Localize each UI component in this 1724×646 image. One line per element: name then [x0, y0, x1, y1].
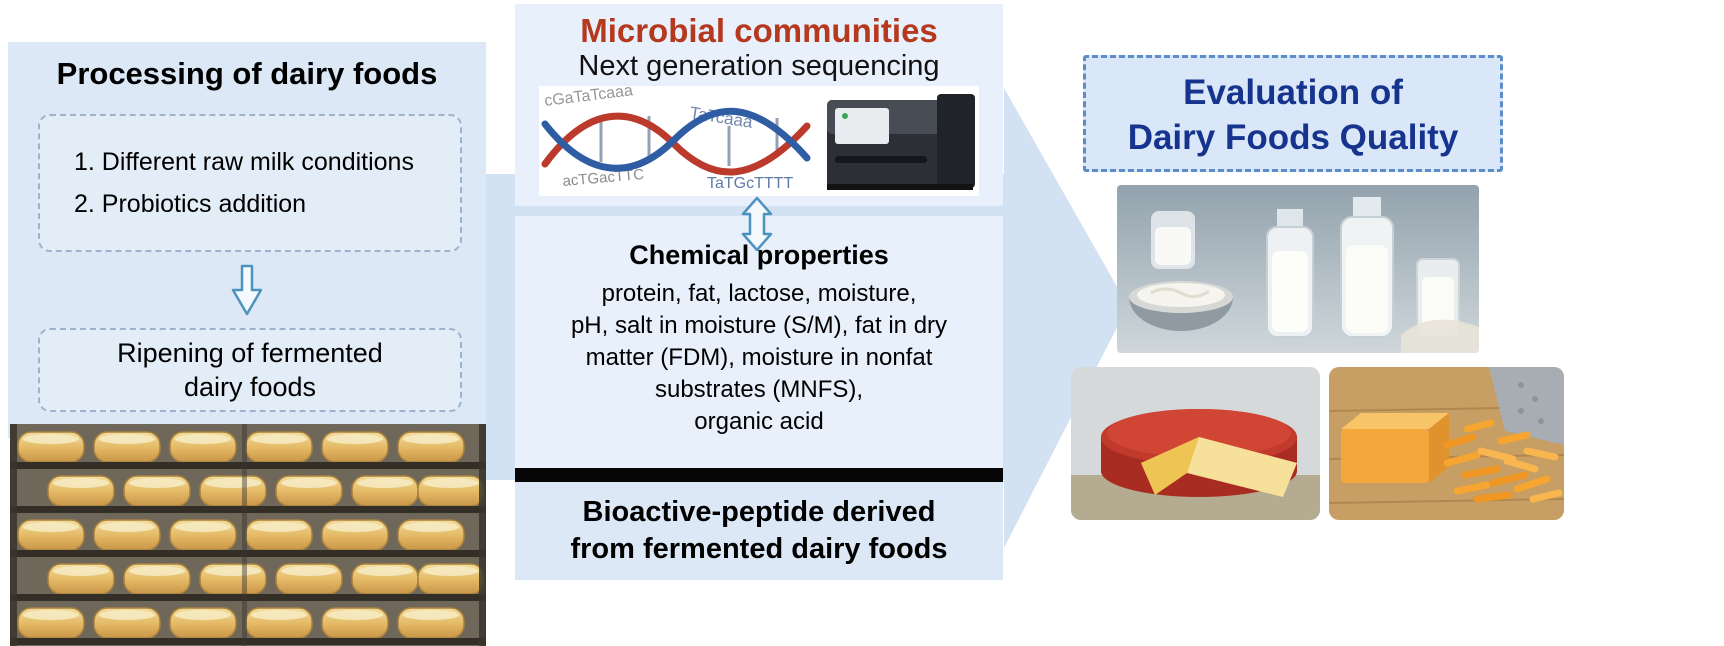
cheese-ripening-photo	[10, 424, 486, 646]
evaluation-title-line-1: Evaluation of	[1183, 73, 1403, 112]
left-panel	[8, 42, 486, 438]
dna-strand-blue	[541, 107, 811, 172]
evaluation-title-line-2: Dairy Foods Quality	[1127, 118, 1459, 157]
ripening-line-1: Ripening of fermented	[117, 338, 383, 368]
chemical-line: protein, fat, lactose, moisture,	[601, 280, 917, 307]
bioactive-line-1: Bioactive-peptide derived	[582, 496, 936, 528]
bioactive-line-2: from fermented dairy foods	[570, 533, 948, 565]
ngs-subtitle: Next generation sequencing	[578, 50, 940, 82]
waxed-cheese-photo	[1071, 367, 1320, 520]
condition-item-1: 1. Different raw milk conditions	[74, 147, 414, 176]
cheese-shreds	[1443, 419, 1563, 503]
microbial-title: Microbial communities	[580, 12, 938, 49]
grater	[1489, 367, 1564, 445]
chemical-box: Chemical properties protein, fat, lactos…	[515, 216, 1003, 470]
down-arrow-icon	[231, 264, 263, 316]
condition-item-2: 2. Probiotics addition	[74, 189, 307, 218]
conditions-box: 1. Different raw milk conditions 2. Prob…	[38, 114, 462, 252]
chemical-line: matter (FDM), moisture in nonfat	[585, 344, 933, 371]
divider-bar	[515, 468, 1003, 482]
double-arrow-icon	[741, 196, 773, 252]
dna-letters: TaTGcTTTT	[707, 175, 793, 192]
ripening-line-2: dairy foods	[183, 372, 317, 402]
chemical-line: organic acid	[694, 408, 824, 435]
milk-products-photo	[1117, 185, 1479, 353]
chemical-line: substrates (MNFS),	[654, 376, 864, 403]
left-panel-title: Processing of dairy foods	[56, 56, 438, 91]
evaluation-title-box: Evaluation of Dairy Foods Quality	[1083, 55, 1503, 172]
ngs-photo: cGaTaTcaaa TaTcaaa acTGacTTC TaTGcTTTT	[539, 82, 979, 196]
sequencer-machine	[827, 94, 975, 190]
microbial-box: Microbial communities Next generation se…	[515, 4, 1003, 206]
shredded-cheese-photo	[1329, 367, 1564, 520]
ripening-box: Ripening of fermented dairy foods	[38, 328, 462, 412]
chemical-line: pH, salt in moisture (S/M), fat in dry	[570, 312, 948, 339]
bioactive-box: Bioactive-peptide derived from fermented…	[515, 482, 1003, 580]
